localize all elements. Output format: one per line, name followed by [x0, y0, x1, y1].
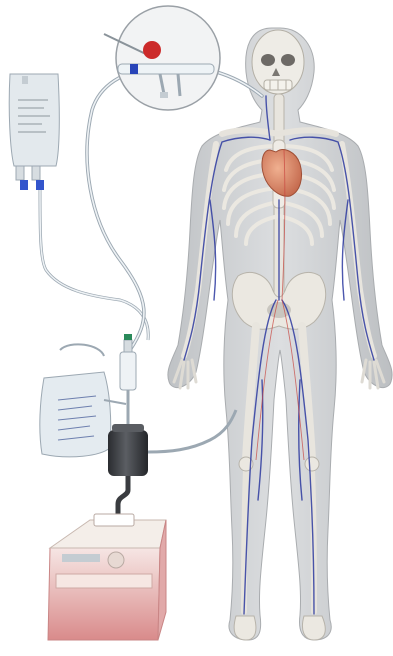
feet — [234, 616, 325, 640]
iv-fluid-bag — [9, 74, 59, 190]
iv-tubing — [40, 190, 148, 340]
skull — [252, 30, 304, 94]
pump-machine — [48, 514, 166, 640]
hemofilter-cartridge — [108, 410, 236, 516]
clavicles — [222, 130, 336, 134]
catheter-zoom-inset — [104, 6, 220, 110]
drip-chamber — [120, 334, 136, 430]
hands — [174, 360, 384, 388]
human-figure — [168, 28, 392, 640]
